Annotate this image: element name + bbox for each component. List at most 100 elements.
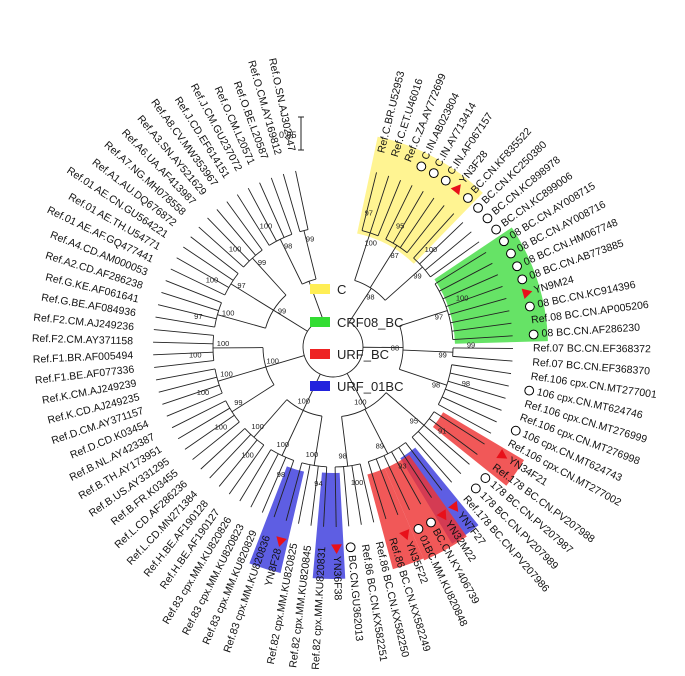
open-circle-marker [346, 543, 355, 552]
open-circle-marker [529, 330, 538, 339]
bootstrap-value: 95 [396, 221, 404, 230]
open-circle-marker [507, 249, 516, 258]
branch-sub-2-0 [386, 393, 424, 426]
branch-tip-20 [453, 356, 513, 361]
bootstrap-value: 100 [351, 478, 364, 487]
legend-item-urf-01bc: URF_01BC [310, 379, 403, 394]
bootstrap-labels: 100 97 87 95 99 100 98 97 100 99 99 98 98 88 95 91 89 93 9… [189, 209, 475, 489]
bootstrap-value: 100 [215, 422, 228, 431]
open-circle-marker [474, 203, 483, 212]
open-circle-marker [429, 169, 438, 178]
branch-sub-3-2 [254, 400, 287, 438]
bootstrap-value: 99 [278, 307, 286, 316]
branch-tip-21 [452, 365, 511, 374]
bootstrap-value: 100 [425, 245, 438, 254]
bootstrap-value: 99 [306, 234, 314, 243]
open-circle-marker [481, 474, 490, 483]
bootstrap-value: 100 [222, 309, 235, 318]
legend-item-crf08-bc: CRF08_BC [310, 315, 403, 330]
branch-tip-62 [154, 361, 214, 368]
open-circle-marker [511, 426, 520, 435]
legend-swatch-c [310, 284, 330, 294]
bootstrap-value: 100 [260, 221, 273, 230]
bootstrap-value: 97 [435, 312, 443, 321]
open-circle-marker [500, 237, 509, 246]
branch-tip-58 [167, 393, 222, 416]
bootstrap-value: 98 [339, 452, 347, 461]
bootstrap-value: 100 [306, 450, 319, 459]
leaf-label: 08 BC.CN.AF286230 [541, 322, 640, 340]
branch-tip-79 [248, 188, 276, 241]
bootstrap-value: 98 [284, 242, 292, 251]
branch-tip-66 [156, 317, 215, 327]
bootstrap-value: 99 [467, 341, 475, 350]
bootstrap-value: 98 [432, 381, 440, 390]
bootstrap-value: 100 [364, 239, 377, 248]
open-circle-marker [513, 262, 522, 271]
bootstrap-value: 99 [413, 272, 421, 281]
branch-tip-83 [296, 171, 308, 230]
bootstrap-value: 98 [366, 293, 374, 302]
legend-item-urf-bc: URF_BC [310, 347, 389, 362]
legend-label-crf08-bc: CRF08_BC [337, 315, 403, 330]
open-circle-marker [471, 484, 480, 493]
open-circle-marker [525, 386, 534, 395]
bootstrap-value: 100 [217, 339, 230, 348]
branch-tip-48 [251, 454, 278, 507]
open-circle-marker [417, 162, 426, 171]
branch-tip-81 [271, 178, 292, 234]
open-circle-marker [441, 176, 450, 185]
bootstrap-value: 100 [229, 245, 242, 254]
leaf-label: YN36F38 [331, 556, 344, 601]
scale-bar-label: 0.05 [279, 130, 297, 140]
legend-label-urf-bc: URF_BC [337, 347, 389, 362]
legend-item-c: C [310, 282, 346, 297]
bootstrap-value: 100 [251, 422, 264, 431]
legend-label-urf-01bc: URF_01BC [337, 379, 403, 394]
bootstrap-value: 88 [391, 344, 399, 353]
bootstrap-value: 99 [258, 258, 266, 267]
bootstrap-value: 89 [376, 442, 384, 451]
branch-tip-24 [445, 389, 501, 410]
leaf-label: Ref.07 BC.CN.EF368372 [533, 342, 651, 355]
legend-swatch-urf-bc [310, 349, 330, 359]
bootstrap-value: 100 [206, 276, 219, 285]
bootstrap-value: 100 [197, 388, 210, 397]
open-circle-marker [518, 275, 527, 284]
bootstrap-value: 100 [456, 293, 469, 302]
open-circle-marker [414, 525, 423, 534]
bootstrap-value: 93 [398, 461, 406, 470]
legend-swatch-crf08-bc [310, 317, 330, 327]
branch-tip-43 [311, 466, 318, 526]
bootstrap-value: 100 [266, 357, 279, 366]
bootstrap-value: 98 [277, 470, 285, 479]
bootstrap-value: 100 [189, 350, 202, 359]
bootstrap-value: 100 [297, 397, 310, 406]
bootstrap-value: 95 [410, 417, 418, 426]
open-circle-marker [427, 518, 436, 527]
leaf-label: Ref.F2.CM.AY371158 [32, 333, 134, 348]
bootstrap-value: 98 [462, 379, 470, 388]
leaf-label: Ref.F1.BR.AF005494 [33, 349, 134, 365]
bootstrap-value: 94 [314, 479, 322, 488]
legend: C CRF08_BC URF_BC URF_01BC [310, 282, 403, 394]
branch-tip-61 [156, 369, 215, 380]
bootstrap-value: 100 [241, 450, 254, 459]
leaf-label: Ref.82 cpx.MM.KU820831 [310, 546, 328, 670]
bootstrap-value: 97 [237, 281, 245, 290]
bootstrap-value: 87 [391, 251, 399, 260]
bootstrap-value: 99 [234, 398, 242, 407]
bootstrap-value: 100 [277, 440, 290, 449]
open-circle-marker [492, 225, 501, 234]
branch-tip-65 [154, 330, 214, 336]
branch-tip-39 [352, 466, 361, 525]
bootstrap-value: 91 [438, 426, 446, 435]
open-circle-marker [464, 194, 473, 203]
bootstrap-value: 97 [365, 209, 373, 218]
branch-tip-64 [153, 342, 213, 344]
bootstrap-value: 97 [194, 312, 202, 321]
legend-label-c: C [337, 282, 346, 297]
bootstrap-value: 99 [438, 351, 446, 360]
